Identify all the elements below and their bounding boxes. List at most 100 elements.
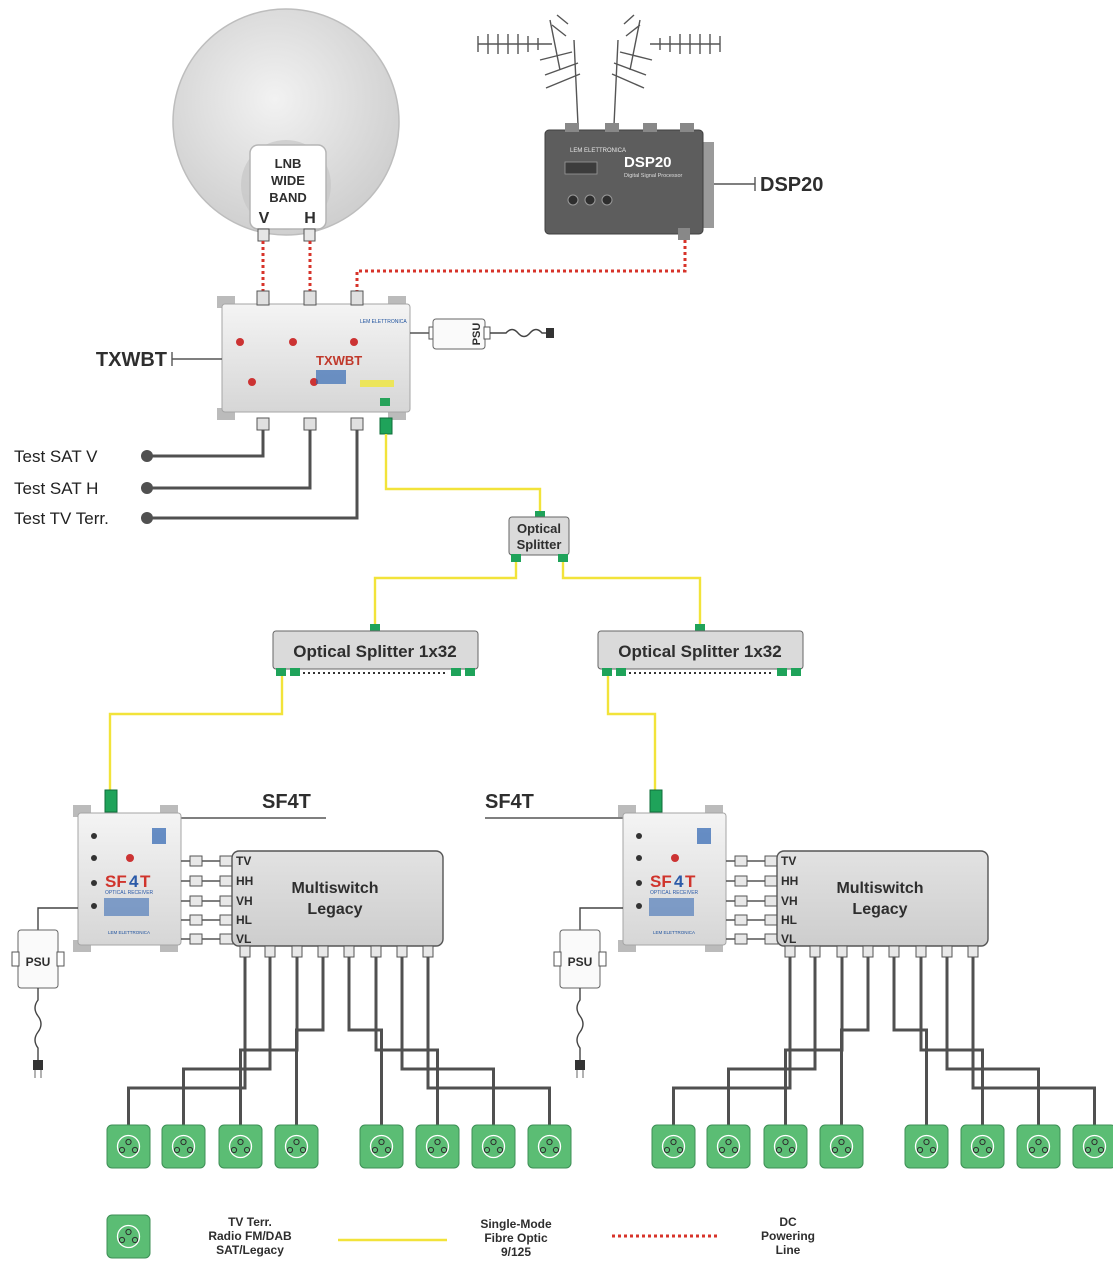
plug-icon: [546, 328, 554, 338]
plug-icon: [575, 1060, 585, 1070]
right-distribution-system: SF 4 T OPTICAL RECEIVER LEM ELETTRONICA …: [553, 789, 727, 1078]
f-connector: [734, 855, 748, 867]
multiswitch-port-label: TV: [781, 854, 796, 868]
sf4t-body: [622, 812, 727, 946]
lnb-body: [249, 144, 327, 230]
tv-outlet: [651, 1124, 696, 1169]
tv-outlet: [359, 1124, 404, 1169]
multiswitch-port-label: HH: [781, 874, 798, 888]
sf4t-optical-connector: [649, 789, 663, 813]
test-sat-v-label: Test SAT V: [14, 447, 98, 466]
multiswitch-port-label: VH: [781, 894, 798, 908]
test-sat-h-label: Test SAT H: [14, 479, 98, 498]
f-connector: [343, 945, 355, 958]
multiswitch-title-line2: Legacy: [307, 901, 362, 918]
multiswitch-port-label: HH: [236, 874, 253, 888]
legend-outlet-line1: TV Terr.: [228, 1215, 272, 1229]
multiswitch-title-line1: Multiswitch: [291, 880, 378, 897]
fibre-lines: [108, 434, 702, 790]
f-connector: [915, 945, 927, 958]
coax-cable: [945, 957, 1040, 1125]
sf4t-model-sf: SF: [650, 872, 672, 891]
coax-cable: [727, 957, 817, 1125]
sf4t-model-t: T: [140, 872, 151, 891]
tv-outlet: [527, 1124, 572, 1169]
dsp20-label: DSP20: [760, 174, 823, 196]
f-connector: [396, 945, 408, 958]
coax-cable: [784, 957, 844, 1125]
tv-outlet: [471, 1124, 516, 1169]
f-connector: [219, 933, 234, 945]
sf4t-labels: SF4T SF4T: [181, 791, 625, 819]
f-connector: [764, 895, 779, 907]
f-connector: [189, 855, 203, 867]
multiswitch-port-label: HL: [781, 913, 797, 927]
splitter-1x32-body: [272, 630, 479, 670]
txwbt-unit: TXWBT LEM ELETTRONICA TXWBT: [96, 290, 411, 435]
optical-splitter: Optical Splitter: [508, 511, 570, 562]
left-distribution-system: SF 4 T OPTICAL RECEIVER LEM ELETTRONICA …: [11, 789, 182, 1078]
f-connector: [967, 945, 979, 958]
tv-outlet: [106, 1124, 151, 1169]
sf4t-subtitle: OPTICAL RECEIVER: [105, 890, 154, 896]
f-connector: [941, 945, 953, 958]
legend-fibre-line2: Fibre Optic: [484, 1231, 548, 1245]
f-connector: [239, 945, 251, 958]
splitter-1x32-right-label: Optical Splitter 1x32: [618, 642, 781, 661]
psu-label: PSU: [471, 323, 483, 346]
multiswitch-title-line2: Legacy: [852, 901, 907, 918]
f-connector: [189, 875, 203, 887]
f-connector: [764, 855, 779, 867]
coax-cable: [347, 957, 383, 1125]
antenna-icon: [477, 14, 581, 126]
sf4t-left-label: SF4T: [262, 791, 311, 813]
f-connector: [734, 895, 748, 907]
multiswitch-port-label: HL: [236, 913, 252, 927]
lnb-label-line3: BAND: [269, 190, 307, 205]
f-connector: [317, 945, 329, 958]
antenna-icon: [611, 14, 721, 126]
lnb-label-line2: WIDE: [271, 173, 305, 188]
coax-cable: [892, 957, 928, 1125]
lnb-port-v-label: V: [259, 210, 270, 227]
optical-splitter-1x32-right: Optical Splitter 1x32: [597, 624, 804, 676]
test-outputs: Test SAT V Test SAT H Test TV Terr.: [14, 430, 359, 528]
dsp20-model: DSP20: [624, 154, 672, 171]
legend-fibre: Single-Mode Fibre Optic 9/125: [338, 1217, 552, 1259]
optical-splitter-line2: Splitter: [517, 537, 562, 552]
legend-outlet: TV Terr. Radio FM/DAB SAT/Legacy: [106, 1214, 292, 1259]
coax-cable: [400, 957, 495, 1125]
tv-outlet: [819, 1124, 864, 1169]
f-connector: [784, 945, 796, 958]
legend-fibre-line1: Single-Mode: [480, 1217, 552, 1231]
sf4t-right-label: SF4T: [485, 791, 534, 813]
txwbt-psu: PSU: [410, 318, 554, 350]
optical-splitter-1x32-left: Optical Splitter 1x32: [272, 624, 479, 676]
lnb-h-connector: [303, 228, 316, 242]
splitter-1x32-left-label: Optical Splitter 1x32: [293, 642, 456, 661]
optical-splitter-body: [508, 516, 570, 556]
f-connector: [809, 945, 821, 958]
sf4t-psu: PSU: [553, 907, 623, 1078]
sf4t-model-4: 4: [129, 872, 139, 891]
tv-outlet: [1016, 1124, 1061, 1169]
sf4t-unit: SF 4 T OPTICAL RECEIVER LEM ELETTRONICA: [73, 789, 182, 952]
multiswitch-title-line1: Multiswitch: [836, 880, 923, 897]
sf4t-model-t: T: [685, 872, 696, 891]
legend-dc: DC Powering Line: [612, 1215, 815, 1257]
f-connector: [219, 855, 234, 867]
test-tv-terr-label: Test TV Terr.: [14, 509, 109, 528]
tv-outlet: [1072, 1124, 1113, 1169]
f-connector: [264, 945, 276, 958]
optical-splitter-line1: Optical: [517, 521, 561, 536]
plug-icon: [33, 1060, 43, 1070]
terrestrial-antennas: [477, 14, 721, 126]
dsp20-body: [544, 129, 704, 235]
f-connector: [189, 914, 203, 926]
f-connector: [764, 914, 779, 926]
coax-cable: [295, 957, 325, 1125]
f-connector: [219, 875, 234, 887]
coax-cable: [840, 957, 870, 1125]
f-connector: [764, 933, 779, 945]
